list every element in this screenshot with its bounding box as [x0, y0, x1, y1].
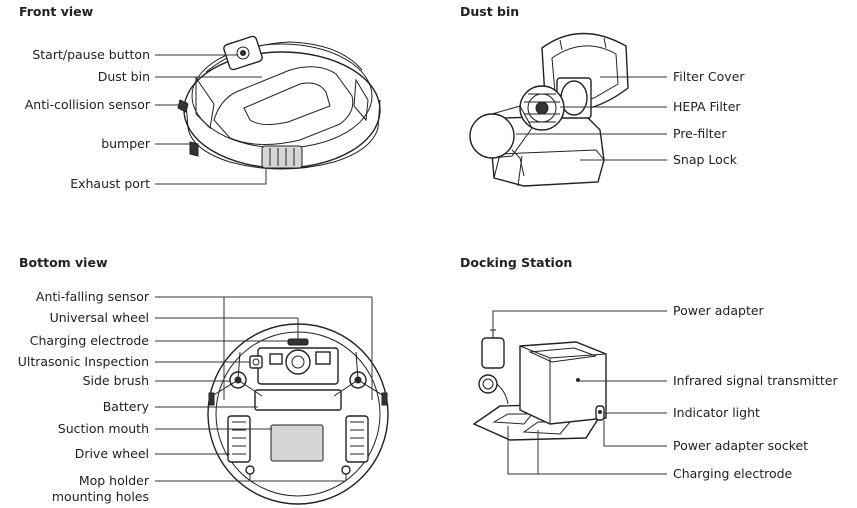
label-indicator-light: Indicator light — [673, 405, 760, 420]
label-hepa-filter: HEPA Filter — [673, 99, 741, 114]
dust-bin-leader-lines — [516, 76, 667, 161]
label-power-adapter: Power adapter — [673, 303, 765, 318]
front-view-robot-illustration — [177, 35, 381, 170]
front-view-leader-lines — [155, 54, 267, 185]
bottom-view-title: Bottom view — [19, 255, 108, 270]
label-dust-bin: Dust bin — [98, 69, 150, 84]
label-side-brush: Side brush — [83, 373, 149, 388]
label-power-adapter-socket: Power adapter socket — [673, 438, 808, 453]
dust-bin-illustration — [469, 32, 629, 187]
label-charging-electrode-dock: Charging electrode — [673, 466, 793, 481]
label-mop-holder: Mop holder — [79, 473, 150, 488]
dust-bin-title: Dust bin — [460, 4, 519, 19]
label-mounting-holes: mounting holes — [52, 489, 149, 504]
docking-station-title: Docking Station — [460, 255, 572, 270]
label-charging-electrode-bottom: Charging electrode — [30, 333, 150, 348]
label-snap-lock: Snap Lock — [673, 152, 738, 167]
label-filter-cover: Filter Cover — [673, 69, 745, 84]
label-infrared-signal-transmitter: Infrared signal transmitter — [673, 373, 838, 388]
label-pre-filter: Pre-filter — [673, 126, 727, 141]
label-anti-collision-sensor: Anti-collision sensor — [25, 97, 151, 112]
label-ultrasonic-inspection: Ultrasonic Inspection — [18, 354, 149, 369]
label-exhaust-port: Exhaust port — [70, 176, 150, 191]
bottom-view-leader-lines — [155, 296, 373, 482]
label-battery: Battery — [103, 399, 150, 414]
front-view-title: Front view — [19, 4, 94, 19]
label-universal-wheel: Universal wheel — [50, 310, 149, 325]
label-suction-mouth: Suction mouth — [58, 421, 149, 436]
label-anti-falling-sensor: Anti-falling sensor — [36, 289, 150, 304]
label-drive-wheel: Drive wheel — [75, 446, 149, 461]
label-bumper: bumper — [101, 136, 151, 151]
docking-station-leader-lines — [492, 310, 667, 475]
docking-station-illustration — [472, 329, 607, 441]
bottom-view-robot-illustration — [207, 323, 389, 505]
label-start-pause-button: Start/pause button — [32, 47, 150, 62]
